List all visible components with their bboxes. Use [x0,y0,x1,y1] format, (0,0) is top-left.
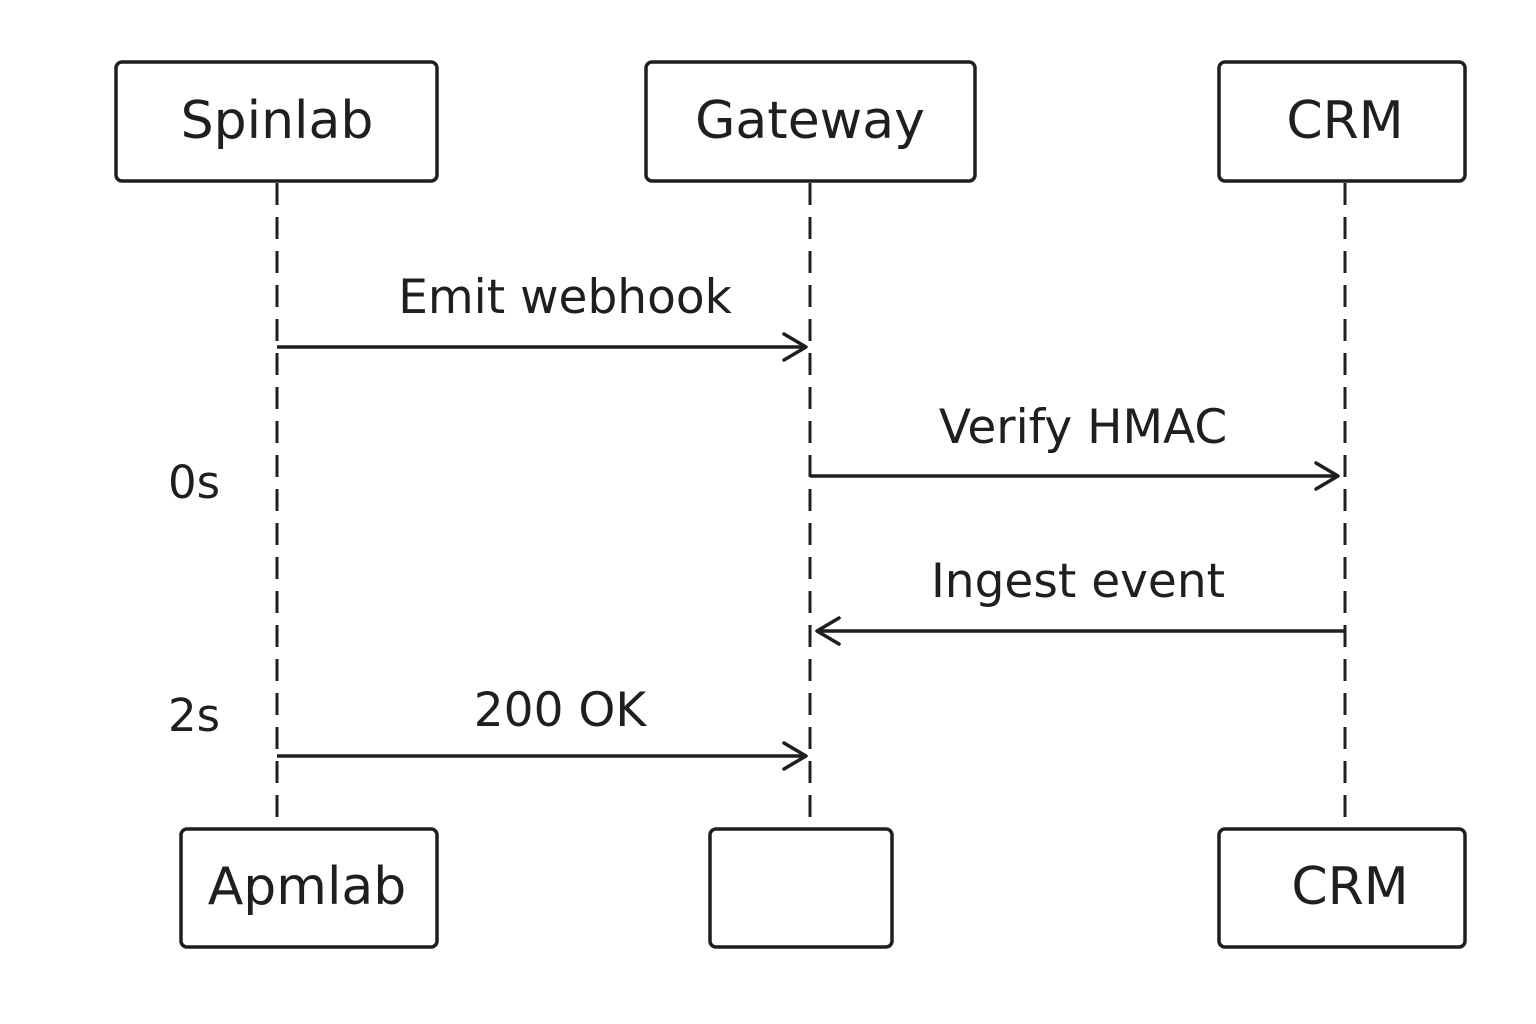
message-verify-hmac: Verify HMAC [810,400,1340,491]
participant-box-crm: CRM [1217,60,1467,183]
arrowhead-right-icon [1314,461,1340,491]
participant-footer-label-apmlab: Apmlab [208,857,407,917]
message-emit-webhook: Emit webhook [277,270,808,362]
participant-footer-box-apmlab: Apmlab [179,827,439,949]
participant-footer-box-crm: CRM [1217,827,1467,949]
message-label-verify-hmac: Verify HMAC [939,400,1227,455]
message-label-200-ok: 200 OK [474,683,648,738]
message-label-ingest-event: Ingest event [931,554,1225,609]
time-marker-0s: 0s [168,456,220,509]
participant-label-crm: CRM [1286,91,1403,151]
time-marker-2s: 2s [168,689,220,742]
message-200-ok: 200 OK [277,683,808,771]
participant-box-gateway: Gateway [644,60,977,183]
participant-label-spinlab: Spinlab [181,91,374,151]
arrowhead-left-icon [815,616,841,646]
participant-footer-label-crm: CRM [1291,857,1408,917]
participant-label-gateway: Gateway [695,91,925,151]
arrowhead-right-icon [782,332,808,362]
arrowhead-right-icon [782,741,808,771]
participant-box-spinlab: Spinlab [114,60,439,183]
participant-footer-box-gateway [708,827,894,949]
message-ingest-event: Ingest event [815,554,1345,646]
message-label-emit-webhook: Emit webhook [398,270,732,325]
